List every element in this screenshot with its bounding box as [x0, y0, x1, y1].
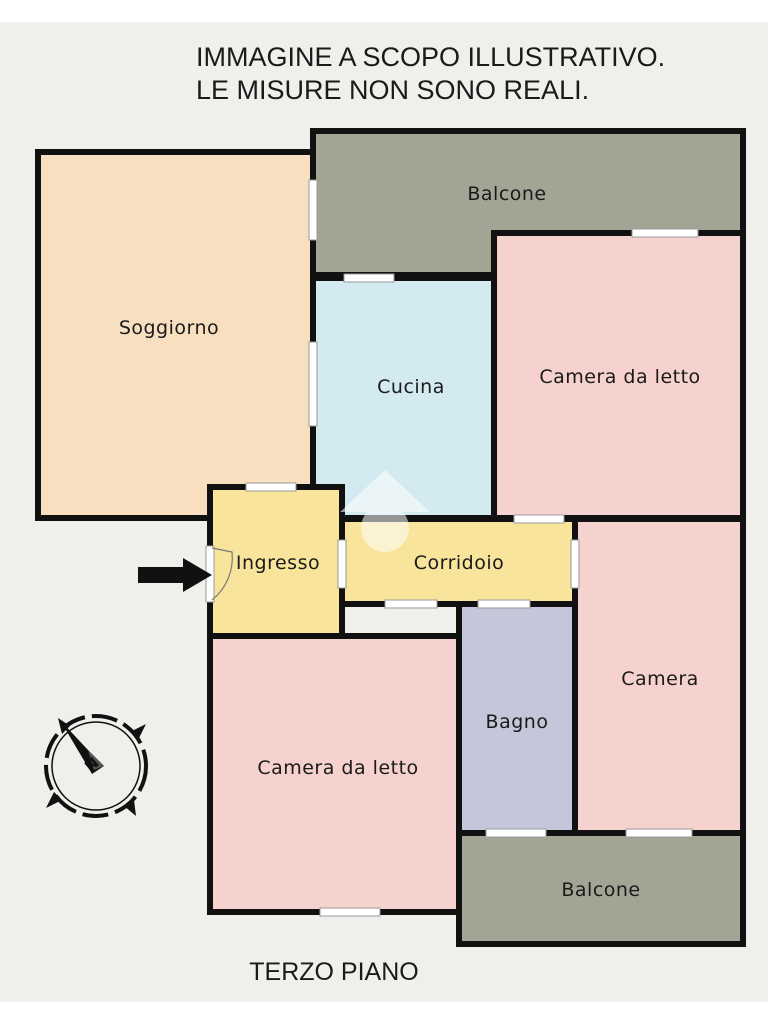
label-camera-da-letto-bottom: Camera da letto — [257, 757, 418, 779]
entrance-arrow-icon — [138, 558, 212, 592]
label-balcone-bottom: Balcone — [561, 879, 640, 901]
window-marker — [485, 828, 547, 838]
label-camera: Camera — [621, 668, 699, 690]
label-soggiorno: Soggiorno — [119, 317, 219, 339]
label-balcone-top: Balcone — [467, 183, 546, 205]
window-marker — [631, 228, 699, 238]
entrance-door-swing — [211, 547, 233, 601]
room-soggiorno — [35, 149, 316, 521]
label-cucina: Cucina — [377, 376, 445, 398]
room-camera-da-letto-bottom — [207, 633, 462, 915]
window-marker — [343, 273, 395, 283]
window-marker — [384, 599, 438, 609]
label-corridoio: Corridoio — [414, 552, 505, 574]
label-camera-da-letto-top: Camera da letto — [539, 366, 700, 388]
window-marker — [625, 828, 693, 838]
window-marker — [570, 539, 580, 589]
room-bagno — [456, 601, 578, 836]
watermark-icon — [340, 470, 430, 552]
room-balcone-bottom — [456, 830, 746, 947]
window-marker — [513, 514, 565, 524]
window-marker — [477, 599, 531, 609]
room-camera-da-letto-top — [491, 230, 746, 521]
room-cucina — [310, 275, 497, 521]
window-marker — [308, 179, 318, 241]
window-marker — [308, 341, 318, 427]
window-marker — [245, 482, 297, 492]
disclaimer-line-1: IMMAGINE A SCOPO ILLUSTRATIVO. — [196, 42, 665, 72]
disclaimer-line-2: LE MISURE NON SONO REALI. — [196, 75, 589, 105]
label-ingresso: Ingresso — [236, 552, 320, 574]
floor-label: TERZO PIANO — [249, 958, 418, 986]
window-marker — [319, 907, 381, 917]
label-bagno: Bagno — [486, 711, 549, 733]
window-marker — [337, 539, 347, 589]
